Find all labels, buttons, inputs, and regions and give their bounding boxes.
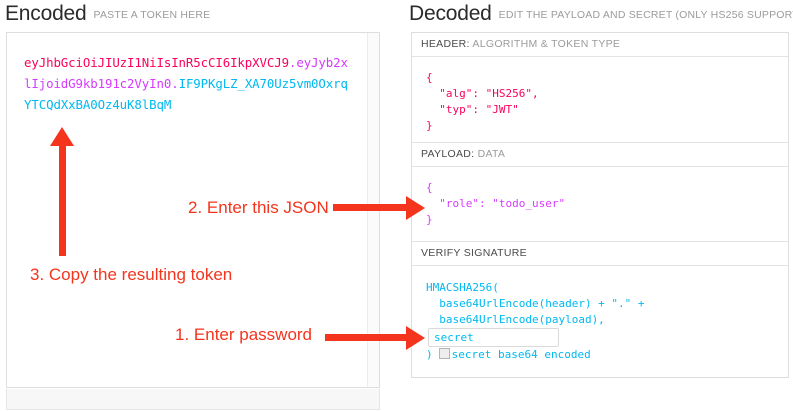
annotation-step-1-arrow-shaft: [325, 334, 409, 341]
payload-json-editor[interactable]: { "role": "todo_user" }: [412, 167, 788, 242]
signature-section-label-key: VERIFY SIGNATURE: [421, 247, 527, 259]
annotation-step-2-arrow-shaft: [333, 204, 409, 211]
token-header-segment: eyJhbGciOiJIUzI1NiIsInR5cCI6IkpXVCJ9: [24, 55, 289, 70]
base64-encoded-label: secret base64 encoded: [451, 348, 591, 361]
decoded-subtitle: EDIT THE PAYLOAD AND SECRET (ONLY HS256 …: [498, 9, 793, 21]
decoded-panel: HEADER: ALGORITHM & TOKEN TYPE { "alg": …: [411, 32, 789, 378]
encoded-title: Encoded: [5, 2, 87, 25]
encoded-panel-footer: [6, 389, 380, 410]
annotation-step-2-arrow-head: [406, 196, 425, 220]
token-signature-segment: IF9PKgLZ_XA70Uz5vm0OxrqYTCQdXxBA0Oz4uK8l…: [24, 76, 348, 112]
secret-input[interactable]: [428, 328, 559, 347]
annotation-step-1-label: 1. Enter password: [175, 325, 313, 344]
payload-section-label: PAYLOAD: DATA: [412, 143, 788, 167]
payload-section-label-value: DATA: [477, 148, 506, 160]
payload-section-label-key: PAYLOAD:: [421, 148, 475, 160]
token-separator-1: .: [288, 55, 297, 70]
encoded-token-text[interactable]: eyJhbGciOiJIUzI1NiIsInR5cCI6IkpXVCJ9.eyJ…: [24, 52, 354, 115]
base64-encoded-checkbox[interactable]: [438, 348, 450, 359]
header-json-editor[interactable]: { "alg": "HS256", "typ": "JWT" }: [412, 57, 788, 143]
signature-section-label: VERIFY SIGNATURE: [412, 242, 788, 266]
annotation-step-2-label: 2. Enter this JSON: [188, 198, 329, 217]
annotation-step-1-arrow-head: [406, 326, 425, 350]
annotation-step-3-label: 3. Copy the resulting token: [30, 265, 233, 284]
token-separator-2: .: [171, 76, 179, 91]
header-section-label: HEADER: ALGORITHM & TOKEN TYPE: [412, 33, 788, 57]
annotation-step-3-arrow-shaft: [59, 144, 66, 256]
decoded-column-heading: Decoded EDIT THE PAYLOAD AND SECRET (ONLY…: [409, 2, 793, 26]
header-section-label-key: HEADER:: [421, 38, 470, 50]
header-section-label-value: ALGORITHM & TOKEN TYPE: [472, 38, 621, 50]
annotation-step-3-arrow-head: [50, 127, 74, 146]
encoded-column-heading: Encoded PASTE A TOKEN HERE: [5, 2, 210, 26]
decoded-title: Decoded: [409, 2, 492, 25]
hmac-line-2: base64UrlEncode(header) + "." +: [426, 297, 645, 310]
signature-editor: HMACSHA256( base64UrlEncode(header) + ".…: [412, 266, 788, 370]
encoded-subtitle: PASTE A TOKEN HERE: [93, 9, 211, 21]
hmac-line-3: base64UrlEncode(payload),: [426, 313, 605, 326]
base64-encoded-row[interactable]: ) secret base64 encoded: [426, 345, 591, 361]
closing-paren: ): [426, 348, 433, 361]
hmac-line-1: HMACSHA256(: [426, 281, 499, 294]
token-payload-segment: eyJyb2xlIjoidG9kb191c2VyIn0: [24, 55, 348, 91]
